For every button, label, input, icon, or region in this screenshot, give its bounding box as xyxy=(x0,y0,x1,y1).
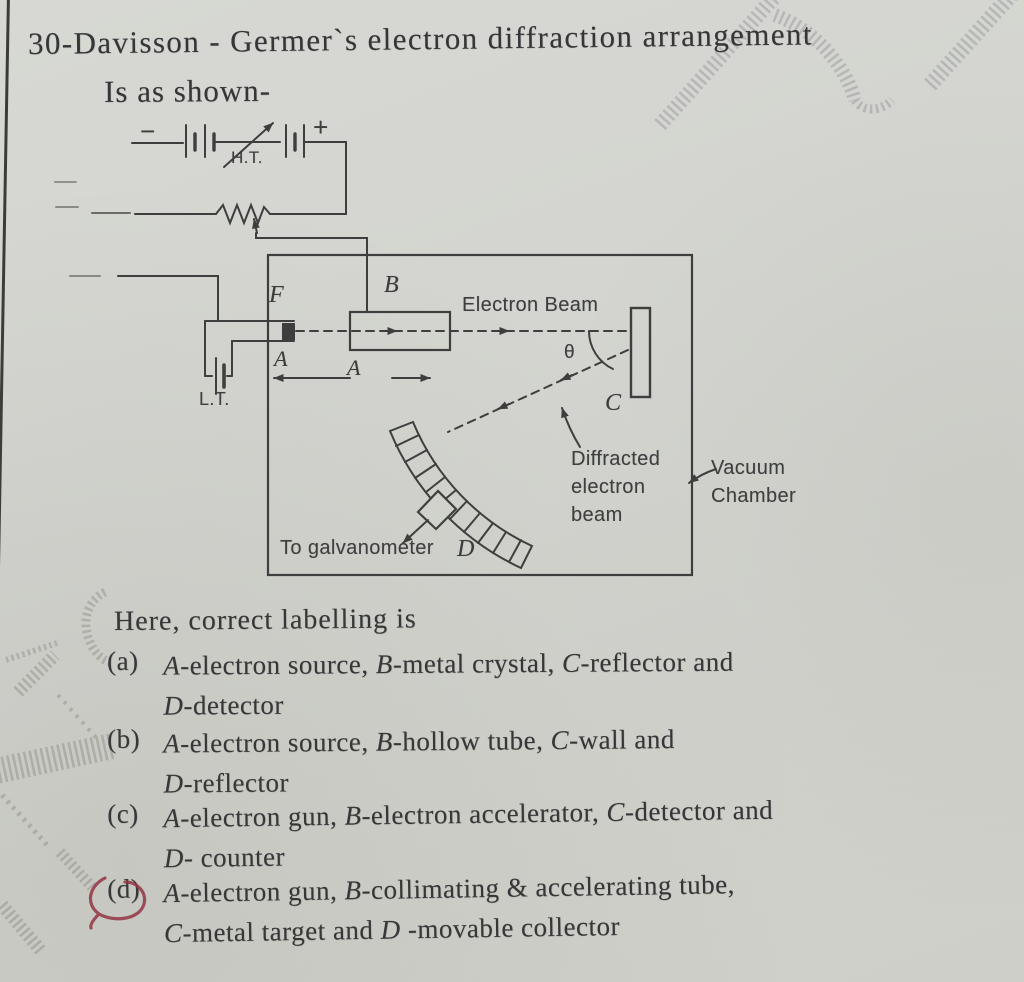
filament-assembly xyxy=(69,275,295,377)
option-text-segment: -movable collector xyxy=(400,910,621,945)
option-text-segment: -reflector xyxy=(183,767,290,799)
option-text-segment: -electron gun, xyxy=(180,875,345,908)
option-variable: C xyxy=(561,647,581,678)
option-variable: A xyxy=(163,650,181,681)
option-d: (d) A-electron gun, B-collimating & acce… xyxy=(107,864,736,954)
option-text-segment: -electron accelerator, xyxy=(361,797,607,831)
vacuum-chamber-label-line1: Vacuum xyxy=(711,457,786,479)
electron-beam-label: Electron Beam xyxy=(462,294,599,316)
ht-label: H.T. xyxy=(231,148,263,167)
option-text-segment: -detector and xyxy=(624,794,774,827)
target-plate xyxy=(629,306,652,399)
vacuum-label-pointer xyxy=(688,468,717,484)
option-text-segment: -hollow tube, xyxy=(392,725,551,757)
vacuum-chamber-outline xyxy=(266,253,694,577)
option-marker: (a) xyxy=(107,645,139,676)
option-variable: C xyxy=(550,724,570,756)
diffracted-beam-label-line1: Diffracted xyxy=(571,448,661,470)
watermark-top-right xyxy=(654,0,1018,130)
diffracted-beam-label-line3: beam xyxy=(571,504,623,526)
theta-angle-arc xyxy=(587,330,614,370)
option-text-segment: -reflector and xyxy=(580,646,734,678)
to-galvanometer-label: To galvanometer xyxy=(280,537,434,559)
a-label: A xyxy=(274,346,288,371)
option-variable: B xyxy=(375,649,393,680)
option-variable: A xyxy=(163,877,181,909)
diffracted-label-pointer xyxy=(561,407,581,448)
galvanometer-arrow xyxy=(402,519,429,544)
filament-tip xyxy=(282,323,295,340)
c-label: C xyxy=(605,390,622,416)
option-text-segment: -detector xyxy=(183,689,284,721)
option-variable: A xyxy=(163,728,181,759)
lt-label: L.T. xyxy=(199,389,230,409)
a-dimension-label: A xyxy=(347,355,361,380)
option-text-segment: -collimating & accelerating tube, xyxy=(361,869,736,906)
option-variable: D xyxy=(163,690,184,721)
option-text-segment: -wall and xyxy=(568,724,675,755)
question-prompt: Here, correct labelling is xyxy=(113,603,417,637)
question-title-line2: Is as shown- xyxy=(103,72,272,109)
option-variable: C xyxy=(163,917,183,949)
option-text-segment: -electron source, xyxy=(180,649,376,681)
option-variable: B xyxy=(375,726,393,757)
minus-terminal-label: − xyxy=(140,116,156,146)
plus-terminal-label: + xyxy=(313,112,329,142)
option-text-segment: -electron source, xyxy=(180,726,376,759)
option-text-segment: -metal target and xyxy=(182,914,381,948)
ht-battery-symbol xyxy=(131,122,347,215)
variable-supply-arrow xyxy=(223,122,274,168)
option-variable: D xyxy=(163,768,184,799)
option-variable: D xyxy=(380,914,401,945)
option-marker: (c) xyxy=(107,798,139,829)
option-variable: C xyxy=(606,796,626,828)
wiper-arrow xyxy=(252,218,260,234)
watermark-left-margin xyxy=(0,587,115,957)
option-variable: B xyxy=(344,800,362,831)
theta-label: θ xyxy=(564,342,575,363)
option-variable: A xyxy=(163,802,181,834)
option-text-segment: - counter xyxy=(183,841,286,873)
option-variable: B xyxy=(344,875,362,906)
option-text-segment: -metal crystal, xyxy=(392,647,563,680)
filament-f-label: F xyxy=(269,282,285,308)
resistor-symbol xyxy=(54,181,368,312)
option-a: (a) A-electron source, B-metal crystal, … xyxy=(107,642,734,726)
b-label: B xyxy=(384,272,400,298)
lt-battery-symbol xyxy=(204,357,233,395)
diffracted-beam-label-line2: electron xyxy=(571,476,646,498)
red-pen-mark xyxy=(88,876,147,930)
option-text-segment: -electron gun, xyxy=(180,800,345,833)
d-label: D xyxy=(457,536,475,562)
vacuum-chamber-label-line2: Chamber xyxy=(711,485,797,507)
wire-to-accelerator xyxy=(255,232,368,312)
davisson-germer-diagram xyxy=(54,122,717,577)
diffracted-beam-dashed-line xyxy=(447,349,629,433)
option-marker: (b) xyxy=(107,723,141,754)
option-variable: D xyxy=(163,842,185,874)
